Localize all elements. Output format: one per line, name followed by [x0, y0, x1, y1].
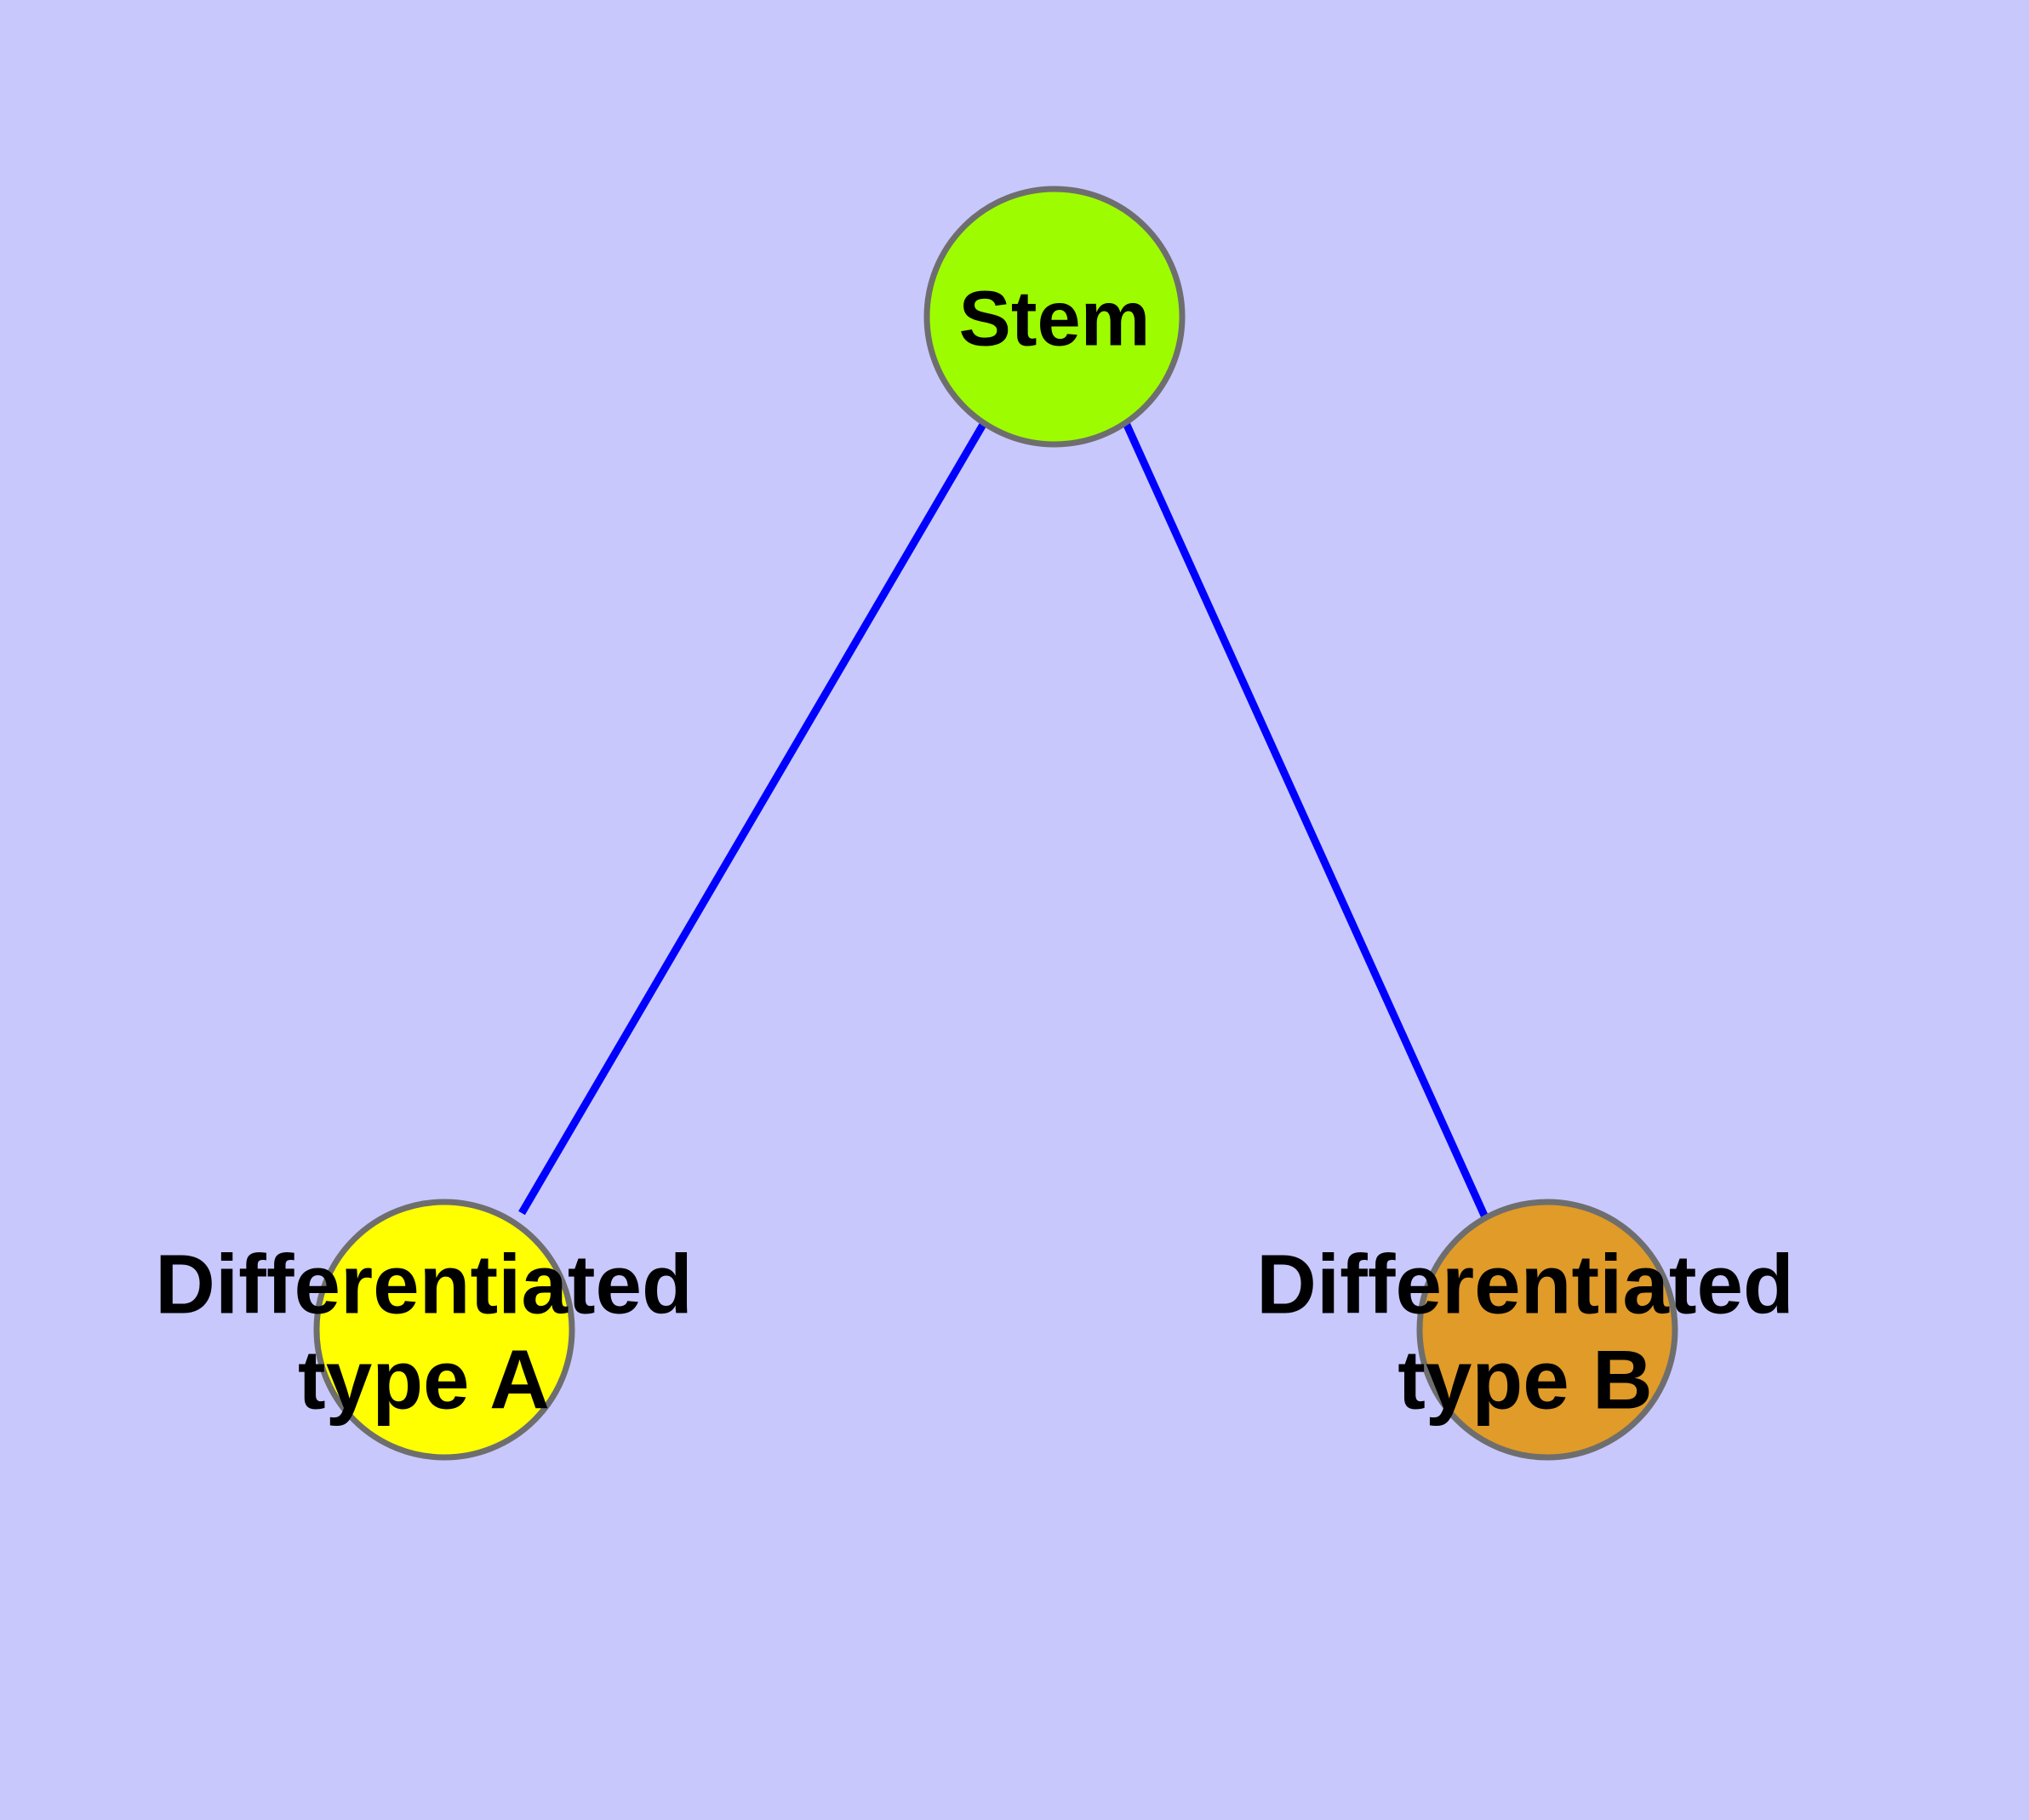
node-circle-differentiated-type-a[interactable]: [313, 1199, 575, 1461]
edge-stem-to-differentiated-type-b[interactable]: [1122, 421, 1489, 1219]
node-circle-differentiated-type-b[interactable]: [1416, 1199, 1678, 1461]
node-circle-stem[interactable]: [923, 186, 1186, 448]
node-layer: [313, 186, 1678, 1461]
edge-stem-to-differentiated-type-a[interactable]: [518, 421, 987, 1216]
edge-layer: [518, 421, 1489, 1219]
